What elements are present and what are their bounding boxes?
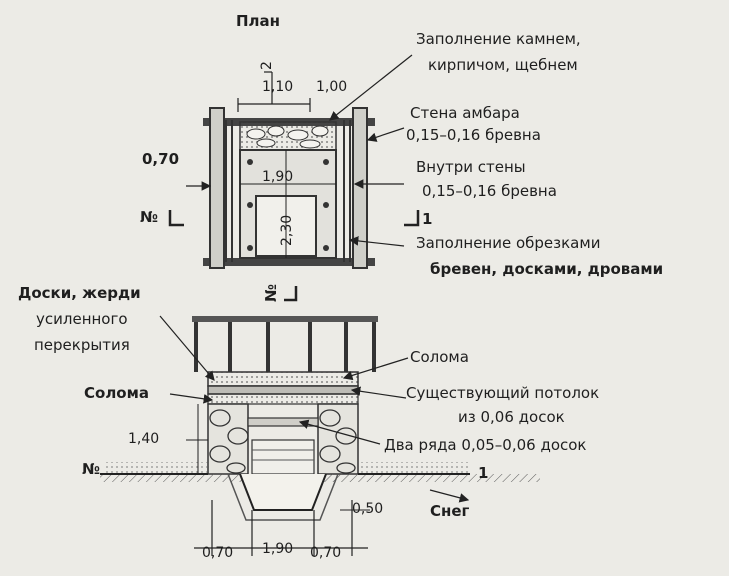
section-trench	[239, 473, 327, 511]
section-mark-no-left-section: №	[82, 460, 101, 478]
label-snow: Снег	[430, 502, 470, 520]
section-mark-one-right-section: 1	[478, 464, 489, 482]
plan-bottom-beam	[203, 258, 375, 266]
label-straw-left: Солома	[84, 384, 149, 402]
dim-230: 2,30	[279, 214, 295, 246]
dim-070-b: 0,70	[310, 545, 342, 561]
label-fill-scraps: Заполнение обрезками	[416, 234, 601, 252]
dim-070-a: 0,70	[202, 545, 234, 561]
dim-050: 0,50	[352, 501, 384, 517]
label-barn-wall-logs: 0,15–0,16 бревна	[406, 126, 541, 144]
section-mark-one-right-plan: 1	[422, 210, 433, 228]
label-boards: Доски, жерди	[18, 284, 141, 302]
label-ceiling: Существующий потолок	[406, 384, 600, 402]
label-fill-stone-2: кирпичом, щебнем	[428, 56, 578, 74]
section-mark-two-top: 2	[259, 61, 275, 70]
section-ceiling	[207, 385, 359, 395]
section-top-boards	[192, 316, 378, 322]
plan-title: План	[236, 12, 281, 30]
section-view	[100, 315, 540, 556]
plan-wall-left	[209, 107, 225, 269]
label-fill-stone: Заполнение камнем,	[416, 30, 581, 48]
dim-100: 1,00	[316, 79, 348, 95]
section-mark-no-bottom-plan: №	[262, 283, 280, 302]
dim-110: 1,10	[262, 79, 294, 95]
dim-190-b: 1,90	[262, 541, 294, 557]
plan-view	[168, 54, 420, 302]
label-straw-right: Солома	[410, 348, 469, 366]
label-fill-scraps-2: бревен, досками, дровами	[430, 260, 664, 278]
section-straw-top	[207, 371, 359, 387]
plan-wall-right	[352, 107, 368, 269]
section-wall-right	[317, 403, 359, 475]
label-two-rows: Два ряда 0,05–0,06 досок	[384, 436, 587, 454]
dim-190-plan: 1,90	[262, 169, 294, 185]
label-inner-wall: Внутри стены	[416, 158, 526, 176]
label-inner-wall-logs: 0,15–0,16 бревна	[422, 182, 557, 200]
label-boards-2: усиленного	[36, 310, 128, 328]
label-ceiling-2: из 0,06 досок	[458, 408, 565, 426]
dim-070-plan: 0,70	[142, 150, 180, 168]
label-barn-wall: Стена амбара	[410, 104, 520, 122]
label-boards-3: перекрытия	[34, 336, 130, 354]
section-mark-no-left-plan: №	[140, 208, 159, 226]
dim-140: 1,40	[128, 431, 160, 447]
